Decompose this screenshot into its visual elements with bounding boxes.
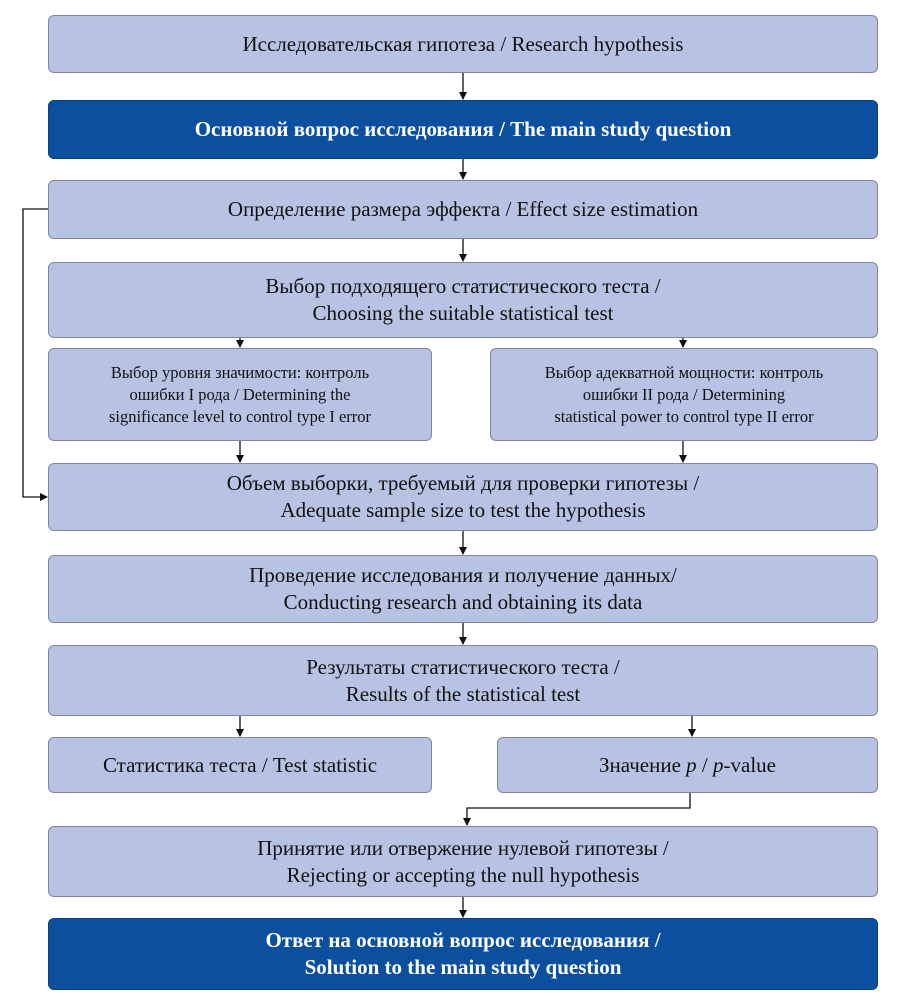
box-text: statistical power to control type II err… bbox=[554, 406, 814, 426]
text: p bbox=[686, 752, 697, 777]
box-text: Результаты статистического теста / bbox=[306, 654, 620, 679]
box-text: Выбор уровня значимости: контроль bbox=[110, 362, 370, 382]
text: -value bbox=[723, 752, 776, 777]
box-text: Значение p / p-value bbox=[599, 752, 776, 779]
box-text: Исследовательская гипотеза / Research hy… bbox=[242, 31, 684, 56]
text: p bbox=[713, 752, 724, 777]
research-hypothesis-box: Исследовательская гипотеза / Research hy… bbox=[48, 15, 878, 73]
arrow bbox=[463, 793, 691, 826]
text: / bbox=[696, 752, 714, 777]
box-text: Ответ на основной вопрос исследования / bbox=[265, 928, 661, 952]
results-box: Результаты статистического теста / Resul… bbox=[48, 645, 878, 716]
significance-box: Выбор уровня значимости: контроль ошибки… bbox=[48, 348, 432, 441]
box-text: Выбор подходящего статистического теста … bbox=[265, 274, 661, 298]
box-text: Adequate sample size to test the hypothe… bbox=[280, 498, 646, 522]
text: Значение bbox=[599, 752, 687, 777]
null-decision-box: Принятие или отвержение нулевой гипотезы… bbox=[48, 826, 878, 897]
main-question-box: Основной вопрос исследования / The main … bbox=[48, 100, 878, 159]
box-text: Статистика теста / Test statistic bbox=[102, 752, 378, 777]
sample-size-box: Объем выборки, требуемый для проверки ги… bbox=[48, 463, 878, 531]
box-text: Принятие или отвержение нулевой гипотезы… bbox=[257, 835, 669, 860]
box-text: Проведение исследования и получение данн… bbox=[249, 563, 677, 587]
box-text: Results of the statistical test bbox=[345, 681, 581, 706]
effect-size-box: Определение размера эффекта / Effect siz… bbox=[48, 180, 878, 239]
power-box: Выбор адекватной мощности: контроль ошиб… bbox=[490, 348, 878, 441]
solution-box: Ответ на основной вопрос исследования / … bbox=[48, 918, 878, 990]
box-text: Rejecting or accepting the null hypothes… bbox=[286, 862, 640, 887]
feedback-arrow bbox=[22, 208, 48, 501]
box-text: ошибки I рода / Determining the bbox=[129, 384, 351, 404]
p-value-box: Значение p / p-value bbox=[497, 737, 878, 793]
box-text: Основной вопрос исследования / The main … bbox=[194, 117, 732, 141]
test-choice-box: Выбор подходящего статистического теста … bbox=[48, 262, 878, 338]
box-text: Conducting research and obtaining its da… bbox=[283, 590, 643, 614]
box-text: Выбор адекватной мощности: контроль bbox=[544, 362, 824, 382]
box-text: significance level to control type I err… bbox=[108, 406, 372, 426]
test-statistic-box: Статистика теста / Test statistic bbox=[48, 737, 432, 793]
box-text: ошибки II рода / Determining bbox=[582, 384, 786, 404]
box-text: Объем выборки, требуемый для проверки ги… bbox=[226, 471, 700, 495]
box-text: Solution to the main study question bbox=[304, 955, 622, 979]
box-text: Choosing the suitable statistical test bbox=[312, 301, 614, 325]
box-text: Определение размера эффекта / Effect siz… bbox=[227, 197, 699, 221]
conducting-box: Проведение исследования и получение данн… bbox=[48, 555, 878, 623]
